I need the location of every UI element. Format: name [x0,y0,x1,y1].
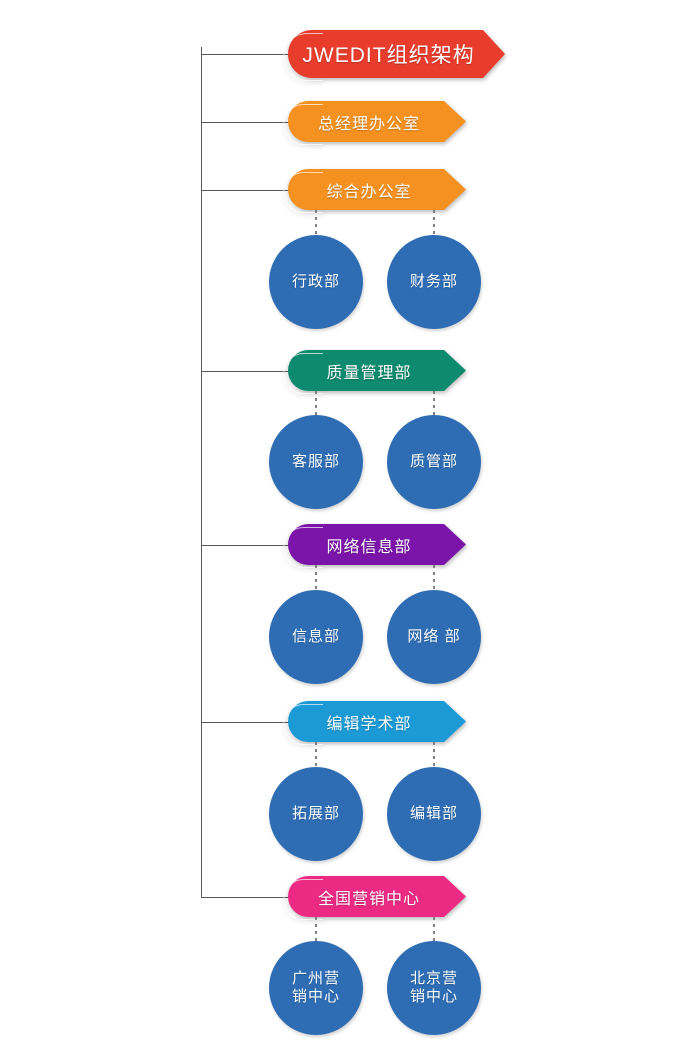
connector-dotted-expansion-dept [315,742,317,767]
banner-network-info[interactable]: 网络信息部 [283,524,466,568]
connector-branch-quality-mgmt [201,371,291,372]
banner-quality-mgmt[interactable]: 质量管理部 [283,350,466,394]
connector-dotted-finance-dept [433,210,435,235]
banner-shape-national-marketing [288,876,466,917]
banner-root[interactable]: JWEDIT组织架构 [283,30,505,81]
circle-label-finance-dept: 财务部 [409,272,458,290]
circle-label-customer-service-dept: 客服部 [291,452,340,470]
circle-label-beijing-center: 北京营销中心 [409,969,458,1005]
circle-quality-control-dept[interactable]: 质管部 [387,415,481,509]
connector-dotted-editorial-dept [433,742,435,767]
connector-dotted-quality-control-dept [433,391,435,415]
connector-dotted-guangzhou-center [315,917,317,941]
connector-dotted-customer-service-dept [315,391,317,415]
circle-label-network-dept: 网络 部 [407,627,461,645]
circle-beijing-center[interactable]: 北京营销中心 [387,941,481,1035]
circle-admin-dept[interactable]: 行政部 [269,235,363,329]
connector-branch-editorial-academic [201,722,291,723]
banner-label-network-info: 网络信息部 [326,538,412,556]
connector-dotted-information-dept [315,565,317,590]
banner-label-national-marketing: 全国营销中心 [317,890,420,908]
circle-finance-dept[interactable]: 财务部 [387,235,481,329]
banner-shape-quality-mgmt [288,350,466,391]
circle-guangzhou-center[interactable]: 广州营销中心 [269,941,363,1035]
connector-branch-gm-office [201,122,291,123]
circle-label-guangzhou-center: 广州营销中心 [291,969,340,1005]
connector-branch-general-office [201,190,291,191]
circle-label-admin-dept: 行政部 [291,272,340,290]
banner-national-marketing[interactable]: 全国营销中心 [283,876,466,920]
banner-shape-general-office [288,169,466,210]
connector-branch-network-info [201,545,291,546]
banner-gm-office[interactable]: 总经理办公室 [283,101,466,145]
circle-editorial-dept[interactable]: 编辑部 [387,767,481,861]
banner-label-quality-mgmt: 质量管理部 [326,364,412,382]
circle-customer-service-dept[interactable]: 客服部 [269,415,363,509]
connector-trunk-line [201,47,202,897]
banner-shape-root [288,30,505,78]
circle-expansion-dept[interactable]: 拓展部 [269,767,363,861]
connector-branch-root [201,54,291,55]
circle-information-dept[interactable]: 信息部 [269,590,363,684]
connector-branch-national-marketing [201,897,291,898]
connector-dotted-admin-dept [315,210,317,235]
banner-label-general-office: 综合办公室 [326,183,412,201]
banner-general-office[interactable]: 综合办公室 [283,169,466,213]
connector-dotted-network-dept [433,565,435,590]
circle-label-information-dept: 信息部 [291,627,340,645]
banner-label-gm-office: 总经理办公室 [317,115,420,133]
banner-editorial-academic[interactable]: 编辑学术部 [283,701,466,745]
banner-shape-gm-office [288,101,466,142]
banner-label-root: JWEDIT组织架构 [302,44,475,67]
circle-label-editorial-dept: 编辑部 [409,804,458,822]
banner-label-editorial-academic: 编辑学术部 [326,715,412,733]
circle-label-quality-control-dept: 质管部 [409,452,458,470]
banner-shape-network-info [288,524,466,565]
circle-label-expansion-dept: 拓展部 [291,804,340,822]
banner-shape-editorial-academic [288,701,466,742]
connector-dotted-beijing-center [433,917,435,941]
circle-network-dept[interactable]: 网络 部 [387,590,481,684]
